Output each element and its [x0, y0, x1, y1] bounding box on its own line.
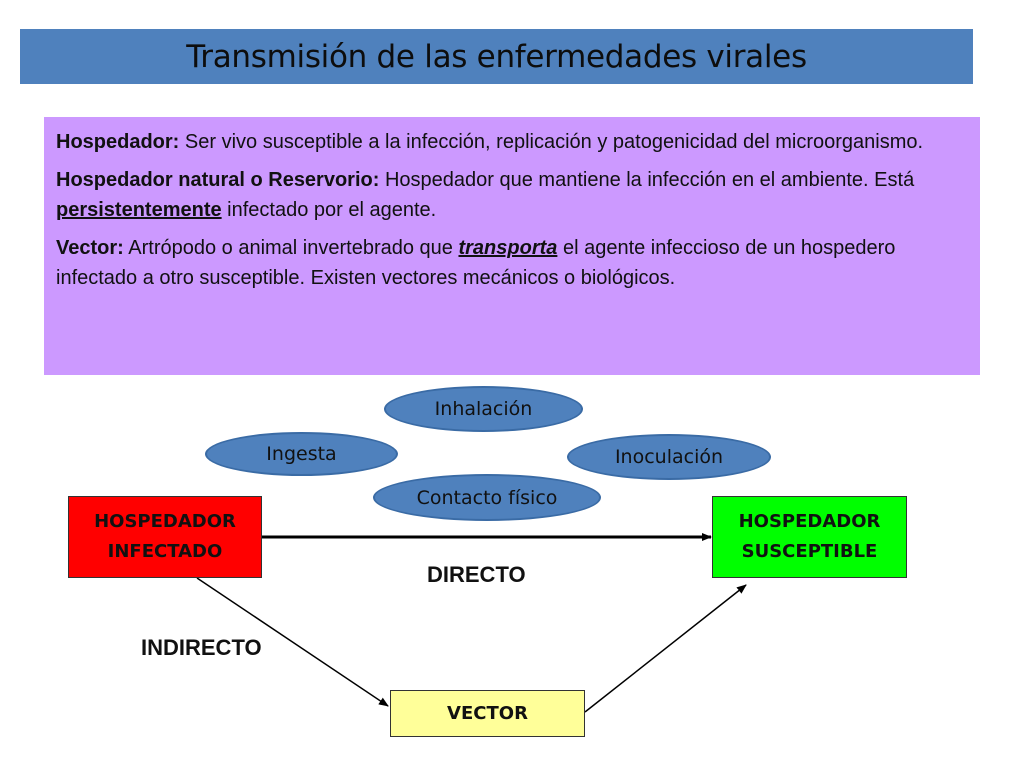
- title-bar: Transmisión de las enfermedades virales: [20, 29, 973, 84]
- definition-text: Hospedador que mantiene la infección en …: [379, 169, 915, 191]
- definition-text: Ser vivo susceptible a la infección, rep…: [179, 131, 924, 153]
- route-contacto-fisico: Contacto físico: [373, 474, 601, 521]
- box-label-line: HOSPEDADOR: [738, 511, 881, 532]
- indirecto-arrow-to-vector: [196, 577, 389, 707]
- definitions-box: Hospedador: Ser vivo susceptible a la in…: [44, 117, 980, 375]
- definition-emphasis: transporta: [458, 237, 558, 259]
- route-inhalacion: Inhalación: [384, 386, 583, 432]
- route-inoculacion: Inoculación: [567, 434, 771, 480]
- vector-box: VECTOR: [390, 690, 585, 737]
- hospedador-susceptible-box: HOSPEDADOR SUSCEPTIBLE: [712, 496, 907, 578]
- definition-hospedador: Hospedador: Ser vivo susceptible a la in…: [56, 127, 968, 157]
- indirecto-label: INDIRECTO: [141, 635, 262, 660]
- definition-vector: Vector: Artrópodo o animal invertebrado …: [56, 233, 968, 293]
- definition-text: infectado por el agente.: [221, 199, 437, 221]
- definition-text: Artrópodo o animal invertebrado que: [123, 237, 459, 259]
- definition-term: Hospedador natural o Reservorio:: [56, 169, 380, 191]
- vector-arrow-to-susceptible: [584, 584, 747, 713]
- page-title: Transmisión de las enfermedades virales: [186, 38, 807, 75]
- definition-emphasis: persistentemente: [56, 199, 222, 221]
- box-label-line: HOSPEDADOR: [94, 511, 236, 532]
- route-ingesta: Ingesta: [205, 432, 398, 476]
- box-label-line: SUSCEPTIBLE: [741, 541, 878, 562]
- box-label-line: INFECTADO: [107, 541, 223, 562]
- definition-reservorio: Hospedador natural o Reservorio: Hospeda…: [56, 165, 968, 225]
- definition-term: Vector:: [56, 237, 124, 259]
- hospedador-infectado-box: HOSPEDADOR INFECTADO: [68, 496, 262, 578]
- definition-term: Hospedador:: [56, 131, 180, 153]
- directo-label: DIRECTO: [427, 562, 526, 587]
- box-label-line: VECTOR: [447, 702, 528, 724]
- definition-text: el agente infeccioso de un hospedero inf…: [56, 237, 896, 289]
